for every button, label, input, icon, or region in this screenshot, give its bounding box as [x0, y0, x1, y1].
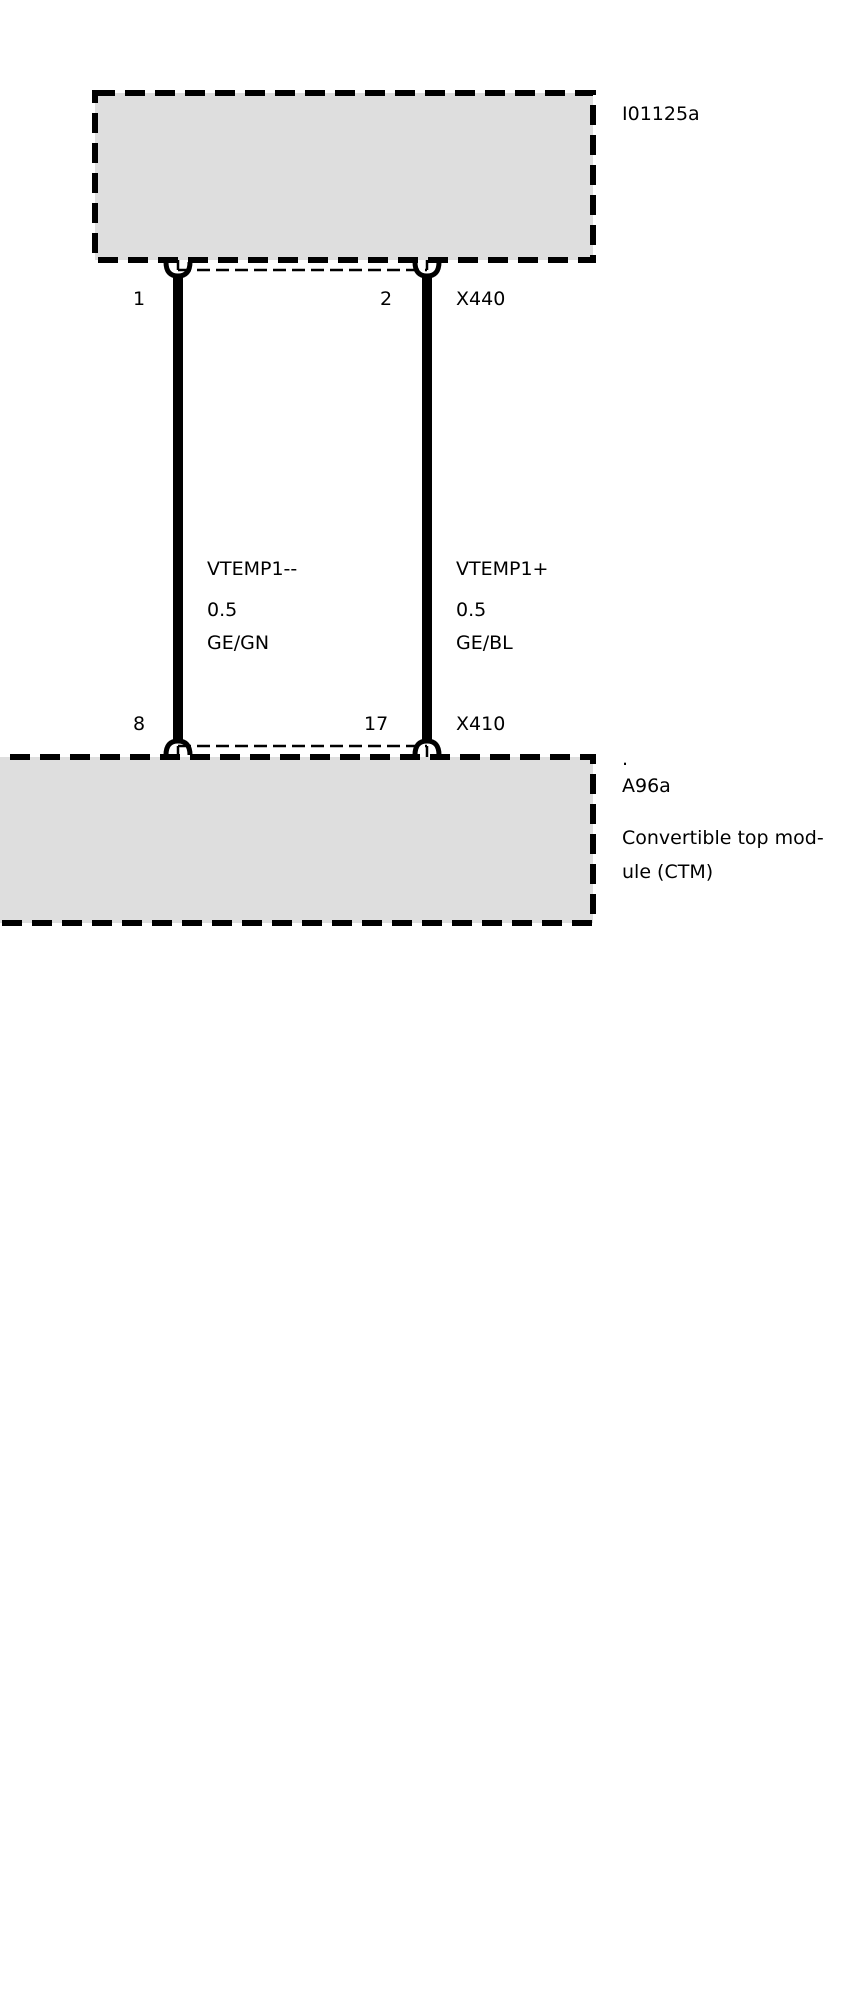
pin-top-1: 1 — [133, 288, 145, 310]
wire-1-color: GE/GN — [207, 632, 269, 654]
wire-1 — [163, 261, 193, 756]
component-bottom-description-line1: Convertible top mod- — [622, 827, 824, 849]
terminal-bottom-2 — [412, 738, 442, 756]
wire-2 — [412, 261, 442, 756]
wire-1-cross-section: 0.5 — [207, 599, 237, 621]
wire-2-color: GE/BL — [456, 632, 513, 654]
component-top-box — [92, 90, 596, 263]
component-top-id: I01125a — [622, 103, 700, 125]
component-bottom-dot: . — [622, 748, 628, 770]
pin-bottom-17: 17 — [364, 713, 388, 735]
pin-bottom-8: 8 — [133, 713, 145, 735]
terminal-top-2 — [412, 261, 442, 279]
wire-1-signal: VTEMP1-- — [207, 558, 297, 580]
component-bottom-box — [0, 754, 596, 926]
terminal-bottom-1 — [163, 738, 193, 756]
component-bottom-description-line2: ule (CTM) — [622, 861, 713, 883]
connector-bottom-outline — [176, 744, 429, 757]
connector-bottom-id: X410 — [456, 713, 505, 735]
component-bottom-id: A96a — [622, 775, 671, 797]
terminal-top-1 — [163, 261, 193, 279]
wire-2-cross-section: 0.5 — [456, 599, 486, 621]
connector-top-outline — [176, 260, 429, 272]
wire-2-signal: VTEMP1+ — [456, 558, 548, 580]
connector-top-id: X440 — [456, 288, 505, 310]
pin-top-2: 2 — [380, 288, 392, 310]
